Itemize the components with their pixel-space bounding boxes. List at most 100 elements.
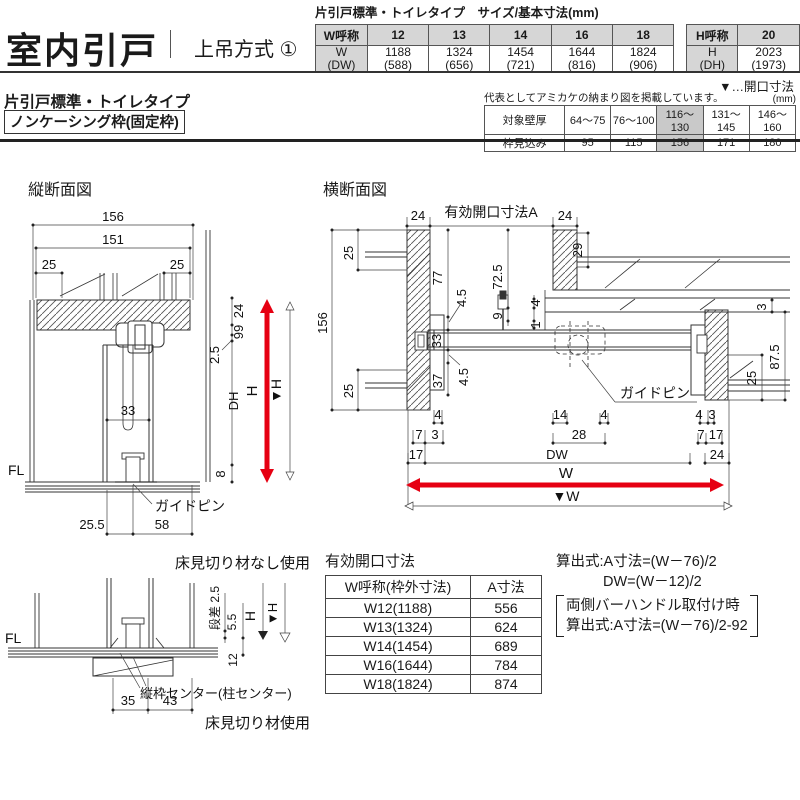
size-val: 1644 (568, 45, 596, 59)
label-guide-pin: ガイドピン (155, 498, 225, 514)
opening-a: 556 (470, 598, 542, 618)
dim-12: 12 (226, 653, 240, 667)
wall-cell: 131～145 (702, 105, 750, 135)
horizontal-rule-2 (0, 139, 800, 142)
size-h-header: H呼称 (686, 24, 739, 46)
dim-29: 29 (570, 243, 585, 257)
dim-77: 77 (430, 271, 445, 285)
opening-w: W14(1454) (325, 636, 471, 656)
wall-cell: 95 (564, 134, 612, 152)
formula-a: 算出式:A寸法=(W－76)/2 (556, 554, 717, 570)
formula-block: 算出式:A寸法=(W－76)/2 DW=(W－12)/2 両側バーハンドル取付け… (556, 552, 758, 637)
dim-24-br: 24 (710, 447, 724, 462)
formula-bracket-a: 算出式:A寸法=(W－76)/2-92 (566, 617, 748, 634)
page-subtitle: 上吊方式 ① (194, 39, 298, 61)
page-title: 室内引戸 (6, 30, 159, 71)
label-dh: DH (226, 392, 241, 411)
horizontal-section-title: 横断面図 (323, 182, 388, 199)
dim-4-center: 4 (528, 299, 543, 306)
dim-72-5: 72.5 (490, 264, 505, 289)
dim-156: 156 (102, 209, 124, 224)
label-w: W (559, 465, 574, 482)
dim-7-bl: 7 (415, 427, 422, 442)
dim-24-left: 24 (411, 208, 425, 223)
opening-a: 874 (470, 674, 542, 694)
formula-bracket: 両側バーハンドル取付け時 算出式:A寸法=(W－76)/2-92 (556, 594, 758, 638)
dim-4-br: 4 (695, 407, 702, 422)
size-cell: 1324 (656) (428, 44, 491, 74)
opening-col2-header: A寸法 (470, 575, 542, 599)
dim-58: 58 (155, 517, 169, 532)
dim-25-right: 25 (170, 257, 184, 272)
dim-17-br: 17 (709, 427, 723, 442)
size-val: 1324 (445, 45, 473, 59)
label-fl: FL (8, 462, 25, 478)
size-val-sub: (588) (384, 58, 413, 73)
dim-1: 1 (528, 321, 543, 328)
size-h-row-label: H (DH) (686, 44, 739, 74)
dim-5-5: 5.5 (225, 613, 239, 630)
dim-2-5: 2.5 (207, 346, 222, 364)
opening-a: 624 (470, 617, 542, 637)
size-col: 18 (612, 24, 675, 46)
title-divider (170, 30, 171, 58)
floor-detail-drawing: 段差 2.5 5.5 H ▼H 12 35 43 FL 縦枠センター(柱センター… (5, 555, 310, 732)
opening-w: W13(1324) (325, 617, 471, 637)
dim-4-c: 4 (600, 407, 607, 422)
opening-col1-header: W呼称(枠外寸法) (325, 575, 471, 599)
size-col: 16 (550, 24, 614, 46)
wall-cell: 64～75 (564, 105, 612, 135)
size-h-val-sub: (1973) (751, 58, 786, 73)
door-type-heading: 片引戸標準・トイレタイプ (4, 94, 191, 111)
label-dw: DW (546, 447, 568, 462)
size-val-sub: (906) (629, 58, 658, 73)
dim-step-2-5: 段差 2.5 (207, 586, 222, 630)
dim-4-bl: 4 (434, 407, 441, 422)
wall-table-note: 代表としてアミカケの納まり図を掲載しています。 (484, 92, 724, 104)
dim-156: 156 (315, 312, 330, 334)
label-open-h-floor: ▼H (265, 603, 280, 625)
dim-25-top: 25 (341, 246, 356, 260)
table-row: W14(1454) 689 (325, 636, 542, 656)
wall-row1-label: 対象壁厚 (483, 105, 566, 135)
size-val-sub: (721) (506, 58, 535, 73)
size-col: 12 (366, 24, 430, 46)
label-open-h: ▼H (268, 379, 284, 403)
dim-151: 151 (102, 232, 124, 247)
wall-cell: 171 (702, 134, 750, 152)
opening-w: W18(1824) (325, 674, 471, 694)
opening-table: W呼称(枠外寸法) A寸法 W12(1188) 556 W13(1324) 62… (325, 575, 542, 694)
size-table-h: H呼称 20 H (DH) 2023 (1973) (686, 24, 800, 74)
dim-3-br: 3 (708, 407, 715, 422)
dim-4-5-b: 4.5 (456, 368, 471, 386)
size-val: 1454 (507, 45, 534, 59)
dim-37: 37 (430, 374, 445, 388)
size-cell: 1824 (906) (612, 44, 675, 74)
size-h-col: 20 (737, 24, 800, 46)
dim-3-right: 3 (754, 303, 769, 310)
size-val: 1824 (629, 45, 657, 59)
dim-3-bl: 3 (431, 427, 438, 442)
wall-row2-label: 枠見込み (483, 134, 566, 152)
table-row: W16(1644) 784 (325, 655, 542, 675)
dim-25-5: 25.5 (79, 517, 104, 532)
wall-cell-highlight: 116～130 (656, 105, 704, 135)
size-h-val: 2023 (755, 45, 782, 59)
table-row: W12(1188) 556 (325, 598, 542, 618)
size-cell: 1644 (816) (550, 44, 614, 74)
dim-25-right: 25 (744, 371, 759, 385)
dim-14: 14 (553, 407, 567, 422)
size-val-sub: (656) (445, 58, 474, 73)
size-w-header: W呼称 (315, 24, 368, 46)
label-h: H (244, 386, 261, 397)
dim-8: 8 (213, 470, 228, 477)
size-table-title: 片引戸標準・トイレタイプ サイズ/基本寸法(mm) (315, 6, 599, 20)
size-h-cell: 2023 (1973) (737, 44, 800, 74)
dim-25-bottom: 25 (341, 384, 356, 398)
size-col: 13 (428, 24, 491, 46)
opening-a: 689 (470, 636, 542, 656)
dim-4-5-a: 4.5 (454, 289, 469, 307)
size-cell: 1454 (721) (489, 44, 552, 74)
size-table-block: 片引戸標準・トイレタイプ サイズ/基本寸法(mm) W呼称 12 13 14 1… (315, 2, 800, 74)
